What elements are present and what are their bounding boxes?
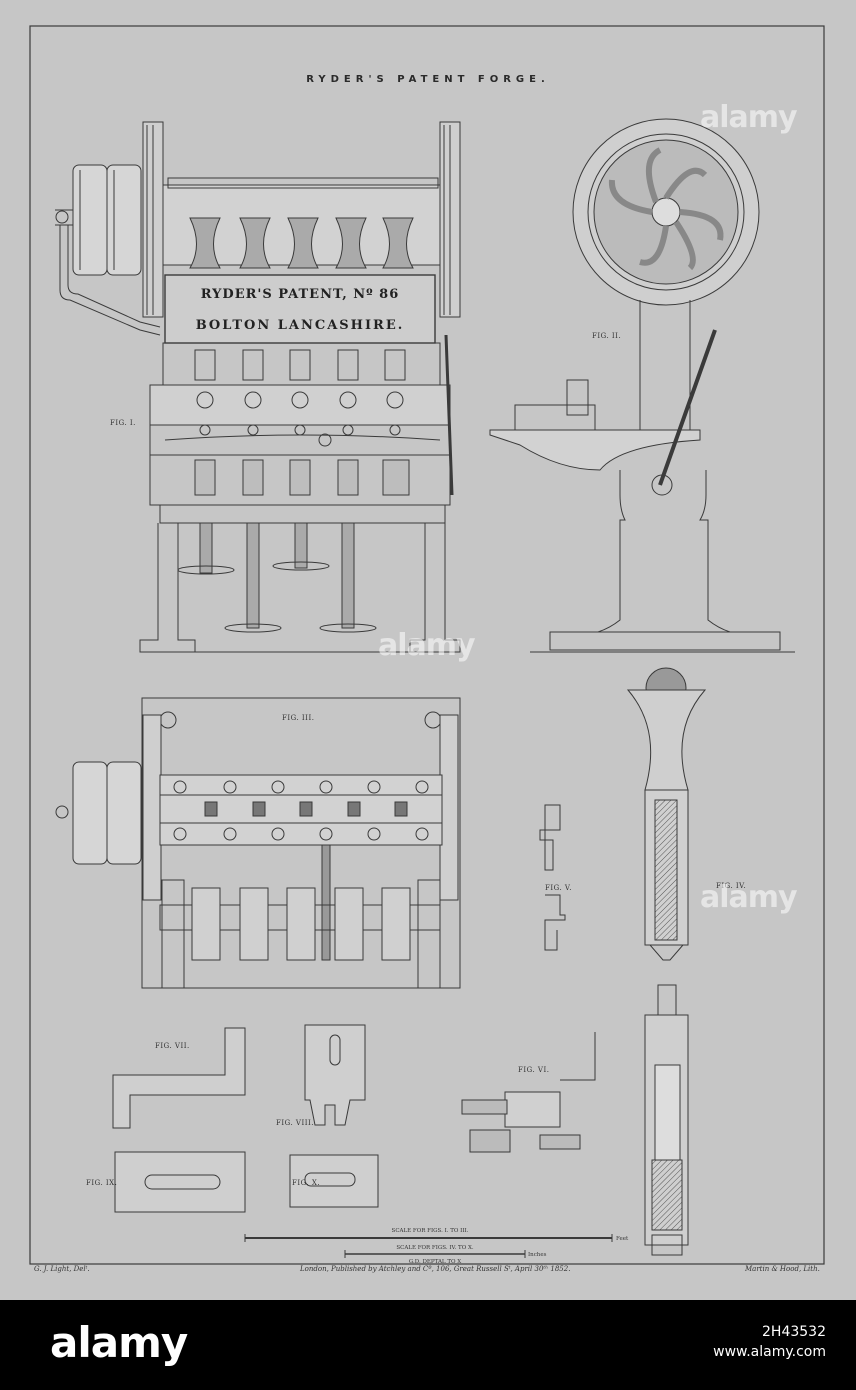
- plate-title: RYDER'S PATENT FORGE.: [306, 74, 550, 85]
- fig-3-label: FIG. III.: [282, 714, 314, 722]
- watermark-logo: alamy: [700, 880, 798, 915]
- alamy-logo[interactable]: alamy: [50, 1318, 188, 1367]
- fig-5-detail: [539, 804, 566, 951]
- fig-1-label: FIG. I.: [110, 419, 136, 427]
- fig-2-label: FIG. II.: [592, 332, 621, 340]
- plate-border: [29, 25, 825, 1265]
- plate-sheet: RYDER'S PATENT, Nº 86 BOLTON LANCASHIRE.…: [0, 0, 856, 1300]
- scale-bars: [244, 1234, 613, 1258]
- fig-6-detail: [461, 1032, 596, 1153]
- fig-9-plate: [114, 1151, 246, 1213]
- scale-1-label: SCALE FOR FIGS. I. TO III.: [392, 1228, 469, 1234]
- fig-4-label: FIG. IV.: [716, 882, 746, 890]
- fig-5-label: FIG. V.: [545, 884, 572, 892]
- fig-10-label: FIG. X.: [292, 1179, 320, 1187]
- fig-1-front-elevation: [55, 121, 461, 653]
- fig-3-plan-view: [55, 697, 461, 989]
- scale-unit-feet: Feet: [616, 1236, 629, 1242]
- scale-2-label: SCALE FOR FIGS. IV. TO X.: [396, 1245, 474, 1251]
- image-id: 2H43532: [762, 1324, 826, 1340]
- fig-6-label: FIG. VI.: [518, 1066, 549, 1074]
- fig-8-plate: [304, 1024, 366, 1126]
- nameplate-line-2: BOLTON LANCASHIRE.: [196, 318, 405, 333]
- fig-7-bracket: [112, 1027, 246, 1129]
- fig-10-plate: [289, 1154, 379, 1208]
- credit-publisher: London, Published by Atchley and Cº, 106…: [300, 1265, 571, 1273]
- fig-9-label: FIG. IX.: [86, 1179, 117, 1187]
- stock-info: 2H43532 www.alamy.com: [713, 1322, 826, 1362]
- credit-draughtsman: G. J. Light, Delᵗ.: [34, 1265, 90, 1273]
- fig-8-label: FIG. VIII.: [276, 1119, 314, 1127]
- watermark-logo: alamy: [700, 100, 798, 135]
- stock-footer: [0, 1300, 856, 1390]
- fig-7-label: FIG. VII.: [155, 1042, 190, 1050]
- scale-2-sub: G.D. DEPTAL TO X: [409, 1259, 461, 1265]
- site-url[interactable]: www.alamy.com: [713, 1344, 826, 1360]
- nameplate-line-1: RYDER'S PATENT, Nº 86: [201, 287, 400, 302]
- watermark-logo: alamy: [378, 628, 476, 663]
- fig-2-side-elevation: [489, 118, 795, 653]
- credit-lithographer: Martin & Hood, Lith.: [745, 1265, 820, 1273]
- fig-4-die-holder-section: [626, 667, 707, 961]
- scale-unit-inches: Inches: [528, 1252, 547, 1258]
- fig-section-tool-holder: [644, 984, 689, 1256]
- engineering-drawing: RYDER'S PATENT, Nº 86 BOLTON LANCASHIRE.…: [29, 25, 825, 1265]
